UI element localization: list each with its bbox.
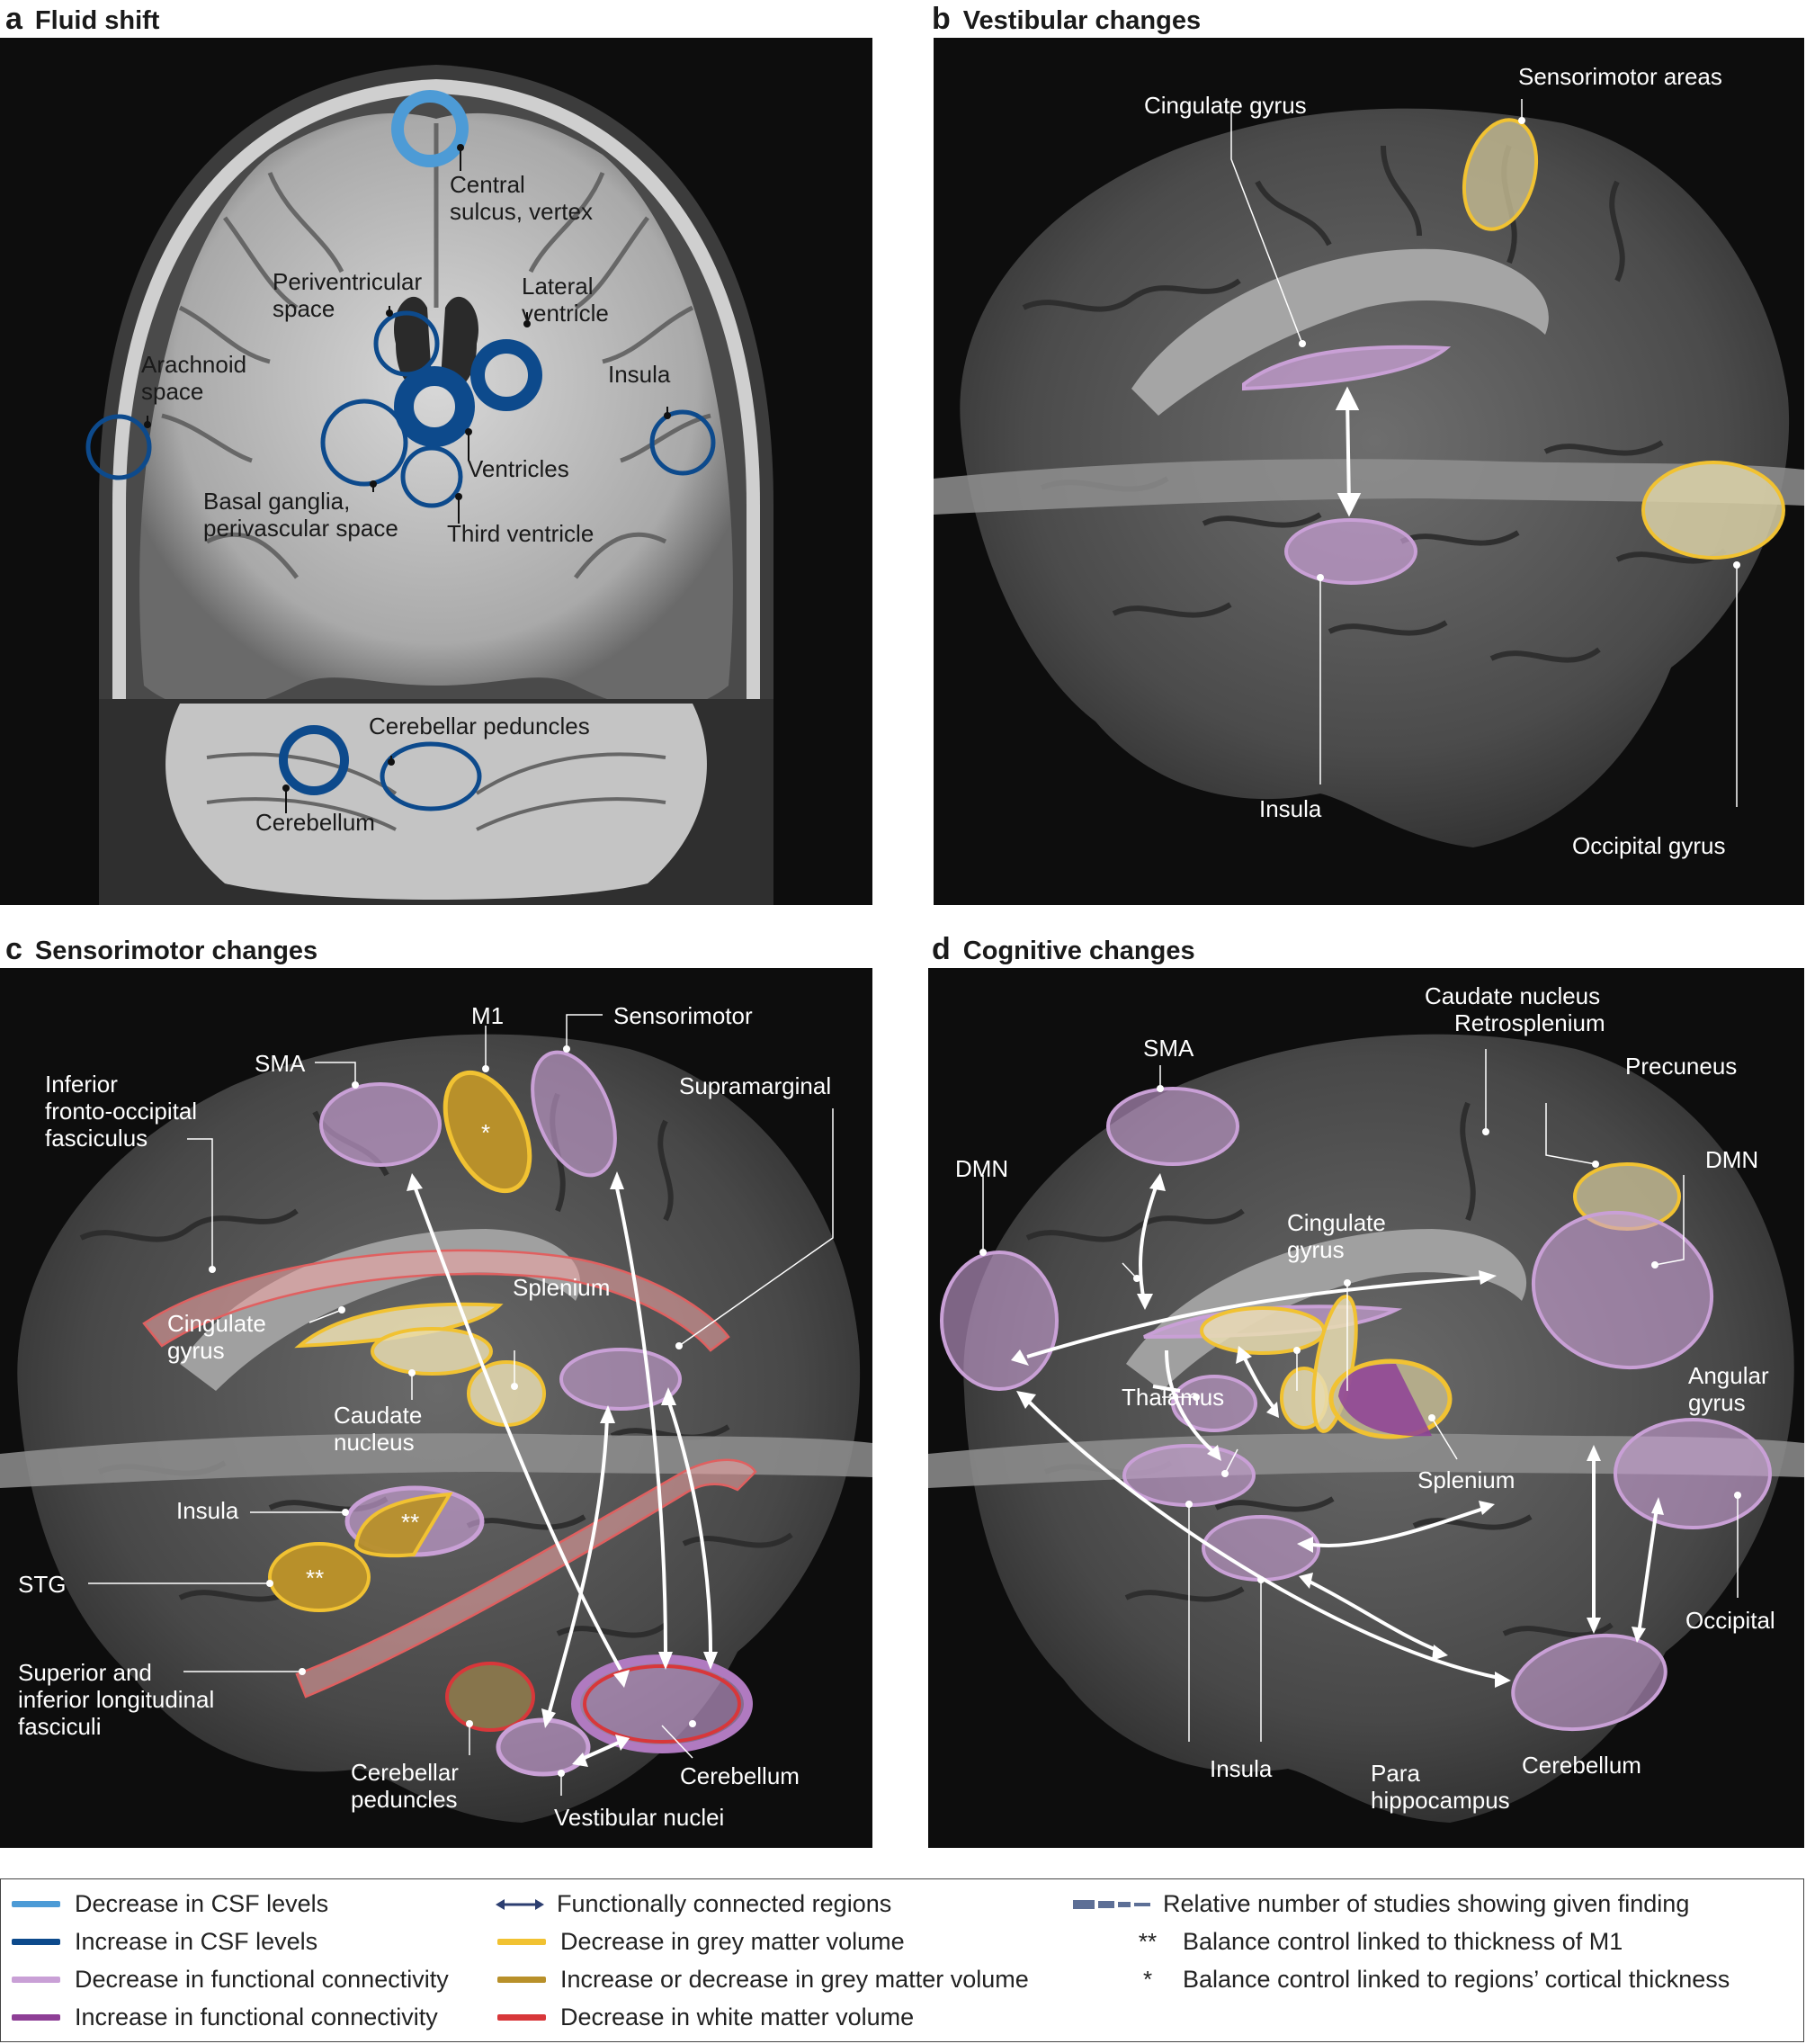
legend-fc-increase: Increase in functional connectivity bbox=[12, 2004, 438, 2031]
label-cerebellar-peduncles-a: Cerebellar peduncles bbox=[369, 713, 590, 740]
legend-csf-increase: Increase in CSF levels bbox=[12, 1928, 317, 1956]
label-cingulate-d-1: Cingulate bbox=[1287, 1209, 1386, 1236]
label-ventricles: Ventricles bbox=[468, 455, 569, 482]
label-caudate-d: Caudate nucleus bbox=[1425, 982, 1600, 1009]
label-ifof-1: Inferior bbox=[45, 1071, 118, 1098]
label-splenium-d: Splenium bbox=[1417, 1466, 1515, 1493]
legend-gm-change: Increase or decrease in grey matter volu… bbox=[497, 1966, 1029, 1994]
ifof-tract bbox=[142, 1249, 730, 1352]
legend-csf-decrease: Decrease in CSF levels bbox=[12, 1890, 328, 1918]
label-thalamus: Thalamus bbox=[1122, 1384, 1224, 1411]
panel-a-fluid-shift: Central sulcus, vertex Periventricular s… bbox=[0, 38, 872, 905]
label-cingulate-c-2: gyrus bbox=[167, 1337, 225, 1364]
label-periventricular-2: space bbox=[273, 295, 335, 322]
panel-c-sensorimotor: * ** ** M1 Sensorimotor SMA Inferior bbox=[0, 968, 872, 1848]
panel-b-vestibular: Cingulate gyrus Sensorimotor areas Insul… bbox=[934, 38, 1804, 905]
label-slf-3: fasciculi bbox=[18, 1713, 101, 1740]
label-insula-d: Insula bbox=[1210, 1755, 1273, 1782]
label-cingulate-d-2: gyrus bbox=[1287, 1236, 1345, 1263]
label-cerebellum-d: Cerebellum bbox=[1522, 1752, 1641, 1779]
label-basal-ganglia: Basal ganglia, bbox=[203, 488, 350, 515]
label-sensorimotor-c: Sensorimotor bbox=[613, 1002, 753, 1029]
label-cerebellar-peduncles-c-1: Cerebellar bbox=[351, 1759, 459, 1786]
legend-double-star: **Balance control linked to thickness of… bbox=[1138, 1928, 1623, 1955]
label-lateral-ventricle: Lateral bbox=[522, 273, 594, 300]
star-m1: * bbox=[481, 1119, 490, 1146]
label-ifof-3: fasciculus bbox=[45, 1125, 148, 1152]
legend-fc-decrease: Decrease in functional connectivity bbox=[12, 1966, 449, 1994]
panel-c-figure: * ** ** M1 Sensorimotor SMA Inferior bbox=[0, 1002, 872, 1831]
label-occipital-b: Occipital gyrus bbox=[1572, 832, 1726, 859]
star-insula: ** bbox=[401, 1509, 419, 1536]
label-slf-2: inferior longitudinal bbox=[18, 1686, 214, 1713]
panel-b-regions bbox=[1242, 118, 1785, 585]
label-cerebellum-a: Cerebellum bbox=[255, 809, 375, 836]
label-central-2: sulcus, vertex bbox=[450, 198, 593, 225]
label-arachnoid: Arachnoid bbox=[141, 351, 246, 378]
legend-connected-regions: Functionally connected regions bbox=[494, 1890, 891, 1918]
label-third-ventricle: Third ventricle bbox=[447, 520, 594, 547]
legend-gm-decrease: Decrease in grey matter volume bbox=[497, 1928, 905, 1956]
label-occipital-d: Occipital bbox=[1685, 1607, 1775, 1634]
label-stg: STG bbox=[18, 1571, 66, 1598]
label-insula-b: Insula bbox=[1259, 795, 1322, 822]
csf-decrease-vertex-circle bbox=[391, 90, 469, 167]
label-basal-ganglia-2: perivascular space bbox=[203, 515, 398, 542]
panel-c-regions bbox=[268, 1050, 753, 1777]
label-cingulate-c-1: Cingulate bbox=[167, 1310, 266, 1337]
label-splenium-c: Splenium bbox=[513, 1274, 610, 1301]
panel-d-figure: Caudate nucleus Retrosplenium SMA Precun… bbox=[928, 982, 1804, 1823]
legend-wm-decrease: Decrease in white matter volume bbox=[497, 2004, 914, 2031]
panel-a-figure: Central sulcus, vertex Periventricular s… bbox=[85, 65, 773, 905]
legend-study-count: Relative number of studies showing given… bbox=[1073, 1890, 1689, 1918]
label-central: Central bbox=[450, 171, 525, 198]
label-arachnoid-2: space bbox=[141, 378, 203, 405]
legend: Decrease in CSF levels Increase in CSF l… bbox=[0, 1878, 1804, 2042]
panel-b-figure: Cingulate gyrus Sensorimotor areas Insul… bbox=[934, 63, 1804, 859]
label-vestibular-nuclei: Vestibular nuclei bbox=[554, 1804, 724, 1831]
label-supramarginal: Supramarginal bbox=[679, 1072, 831, 1099]
label-dmn-right: DMN bbox=[1705, 1146, 1758, 1173]
label-dmn-left: DMN bbox=[955, 1155, 1008, 1182]
label-angular-2: gyrus bbox=[1688, 1389, 1746, 1416]
label-cerebellum-c: Cerebellum bbox=[680, 1762, 800, 1789]
star-stg: ** bbox=[306, 1564, 324, 1591]
label-sma-d: SMA bbox=[1143, 1035, 1194, 1062]
panel-d-regions bbox=[940, 1087, 1772, 1732]
label-cingulate-b: Cingulate gyrus bbox=[1144, 92, 1307, 119]
label-precuneus: Precuneus bbox=[1625, 1053, 1737, 1080]
label-insula-a: Insula bbox=[608, 361, 671, 388]
label-parahippocampus-2: hippocampus bbox=[1371, 1787, 1510, 1814]
label-caudate-c-1: Caudate bbox=[334, 1402, 422, 1429]
double-arrow-icon bbox=[496, 1898, 544, 1910]
label-periventricular: Periventricular bbox=[273, 268, 423, 295]
slf-tract bbox=[295, 1458, 757, 1699]
label-retrosplenium: Retrosplenium bbox=[1454, 1009, 1605, 1036]
dashed-bar-icon bbox=[1073, 1899, 1150, 1909]
label-parahippocampus-1: Para bbox=[1371, 1760, 1420, 1787]
label-m1: M1 bbox=[471, 1002, 504, 1029]
label-sensorimotor-b: Sensorimotor areas bbox=[1518, 63, 1722, 90]
label-insula-c: Insula bbox=[176, 1497, 239, 1524]
legend-single-star: *Balance control linked to regions’ cort… bbox=[1142, 1966, 1730, 1993]
label-caudate-c-2: nucleus bbox=[334, 1429, 415, 1456]
label-lateral-ventricle-2: ventricle bbox=[522, 300, 609, 327]
label-sma-c: SMA bbox=[255, 1050, 306, 1077]
label-cerebellar-peduncles-c-2: peduncles bbox=[351, 1786, 458, 1813]
label-angular-1: Angular bbox=[1688, 1362, 1769, 1389]
label-ifof-2: fronto-occipital bbox=[45, 1098, 197, 1125]
label-slf-1: Superior and bbox=[18, 1659, 152, 1686]
panel-d-cognitive: Caudate nucleus Retrosplenium SMA Precun… bbox=[928, 968, 1804, 1848]
